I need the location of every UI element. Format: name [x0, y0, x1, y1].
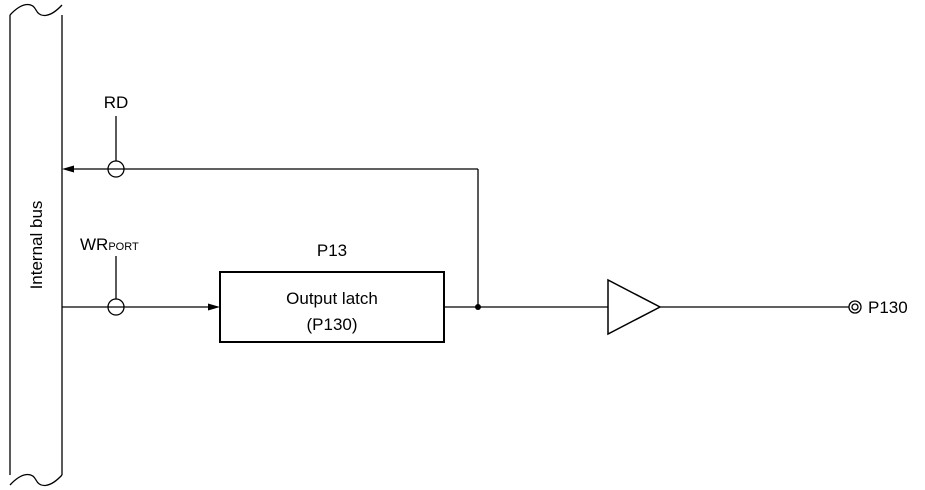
junction-dot [475, 304, 481, 310]
output-latch: P13 Output latch (P130) [219, 241, 445, 343]
pin-label: P130 [868, 298, 908, 317]
write-path: WRPORT [62, 235, 220, 316]
internal-bus-bottom-break [9, 473, 63, 487]
pin-terminal-inner [851, 303, 859, 311]
output-buffer-triangle [607, 278, 662, 336]
write-data-arrowhead [208, 303, 220, 311]
read-path: RD [62, 93, 479, 307]
internal-bus-top-break [9, 3, 63, 17]
pin-terminal-outer [848, 300, 862, 314]
output-latch-label: Output latch [286, 289, 378, 308]
port-title: P13 [317, 241, 347, 260]
internal-bus-label: Internal bus [27, 201, 46, 290]
output-latch-box [219, 271, 445, 343]
wr-port-label: WRPORT [80, 235, 139, 254]
internal-bus: Internal bus [9, 3, 63, 487]
output-path: P130 [444, 278, 908, 336]
rd-label: RD [104, 93, 129, 112]
read-back-arrowhead [62, 165, 74, 173]
wr-label: WR [80, 235, 108, 254]
wr-port-subscript: PORT [108, 241, 139, 253]
output-latch-sublabel: (P130) [306, 315, 357, 334]
